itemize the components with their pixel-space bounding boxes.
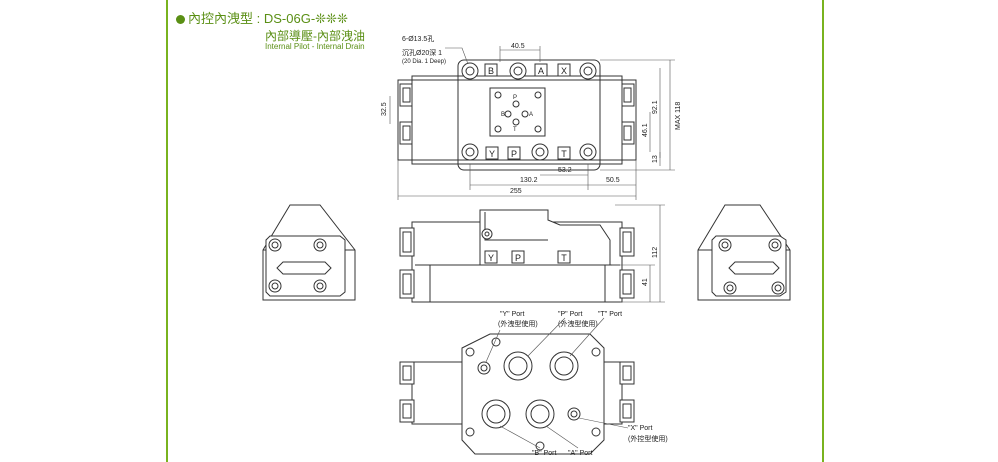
- dim-130-2: 130.2: [520, 177, 538, 184]
- port-letter-t: T: [561, 149, 567, 159]
- label-y-port: "Y" Port: [500, 311, 524, 318]
- pad-hole-p: [512, 100, 520, 108]
- subtitle-zh: 內部導壓-內部洩油: [265, 29, 365, 43]
- front-port-letter-y: Y: [488, 253, 494, 263]
- page-title: 內控內洩型 : DS-06G-❊❊❊: [176, 8, 348, 27]
- top-dimension-lines: 40.5 32.5 MAX 118 92.1 46.1 13 53.2 130.…: [381, 43, 682, 200]
- label-p-port: "P" Port: [558, 311, 582, 318]
- left-side-view: [262, 204, 356, 301]
- label-t-port: "T" Port: [598, 311, 622, 318]
- front-port-letter-t: T: [561, 253, 567, 263]
- dim-112: 112: [652, 247, 659, 258]
- dim-max-118: MAX 118: [675, 102, 682, 130]
- top-port-letters-upper: B A X: [484, 63, 571, 77]
- pad-hole-t: [512, 118, 520, 126]
- label-x-port: "X" Port: [628, 425, 652, 432]
- subtitle-en: Internal Pilot - Internal Drain: [265, 42, 365, 51]
- top-view: B A X Y P T P B A T 6-Ø13.5孔 沉孔Ø20深 1: [381, 35, 682, 200]
- right-side-view: [697, 204, 791, 301]
- note-counterbore: 沉孔Ø20深 1: [402, 48, 442, 57]
- bottom-view: "Y" Port (外洩型使用) "P" Port (外洩型使用) "T" Po…: [399, 311, 668, 457]
- label-y-port-note: (外洩型使用): [498, 319, 538, 328]
- pad-hole-b: [504, 110, 512, 118]
- top-port-letters-lower: Y P T: [485, 146, 571, 160]
- label-b-port: "B" Port: [532, 450, 556, 457]
- top-body-outline: [397, 79, 637, 161]
- a-port-hole: [525, 399, 555, 429]
- port-letter-a: A: [538, 66, 544, 76]
- dim-50-5: 50.5: [606, 177, 620, 184]
- note-counterbore-en: (20 Dia. 1 Deep): [402, 59, 446, 65]
- label-p-port-note: (外洩型使用): [558, 319, 598, 328]
- front-port-letter-p: P: [515, 253, 521, 263]
- front-view: Y P T 112 41: [399, 204, 665, 303]
- right-border-line: [822, 0, 824, 462]
- b-port-hole: [481, 399, 511, 429]
- label-x-port-note: (外控型使用): [628, 434, 668, 443]
- port-letter-p: P: [511, 149, 517, 159]
- front-pilot-valve: [479, 209, 611, 266]
- top-bolt-holes: [461, 62, 597, 161]
- port-letter-b: B: [488, 66, 494, 76]
- front-dimension-lines: 112 41: [612, 204, 665, 303]
- top-subplate: [457, 59, 601, 171]
- dim-40-5: 40.5: [511, 43, 525, 50]
- dim-255: 255: [510, 188, 522, 195]
- port-letter-x: X: [561, 66, 567, 76]
- label-a-port: "A" Port: [568, 450, 592, 457]
- model-code: DS-06G-: [263, 11, 316, 26]
- port-letter-y: Y: [489, 149, 495, 159]
- pad-hole-a: [521, 110, 529, 118]
- dim-53-2: 53.2: [558, 167, 572, 174]
- dim-41: 41: [642, 278, 649, 286]
- pad-letter-t: T: [513, 127, 517, 133]
- left-border-line: [166, 0, 168, 462]
- dim-46-1: 46.1: [642, 123, 649, 137]
- pad-letter-p: P: [513, 95, 517, 101]
- left-solenoid-caps: [399, 83, 413, 145]
- dim-92-1: 92.1: [652, 100, 659, 114]
- dim-32-5: 32.5: [381, 102, 388, 116]
- dim-13: 13: [652, 155, 659, 163]
- pad-letter-a: A: [529, 112, 533, 118]
- p-port-hole: [503, 351, 533, 381]
- model-suffix: ❊❊❊: [315, 11, 348, 26]
- bullet-dot-icon: [176, 15, 185, 25]
- x-port-hole: [567, 407, 581, 421]
- t-port-hole: [549, 351, 579, 381]
- right-solenoid-caps: [621, 83, 635, 145]
- bottom-port-face: [461, 333, 605, 455]
- y-port-hole: [477, 361, 491, 375]
- pilot-pad: [489, 87, 546, 137]
- title-zh: 內控內洩型 :: [188, 11, 261, 26]
- front-knob: [481, 228, 493, 240]
- note-holes: 6-Ø13.5孔: [402, 35, 434, 43]
- pad-letter-b: B: [501, 112, 505, 118]
